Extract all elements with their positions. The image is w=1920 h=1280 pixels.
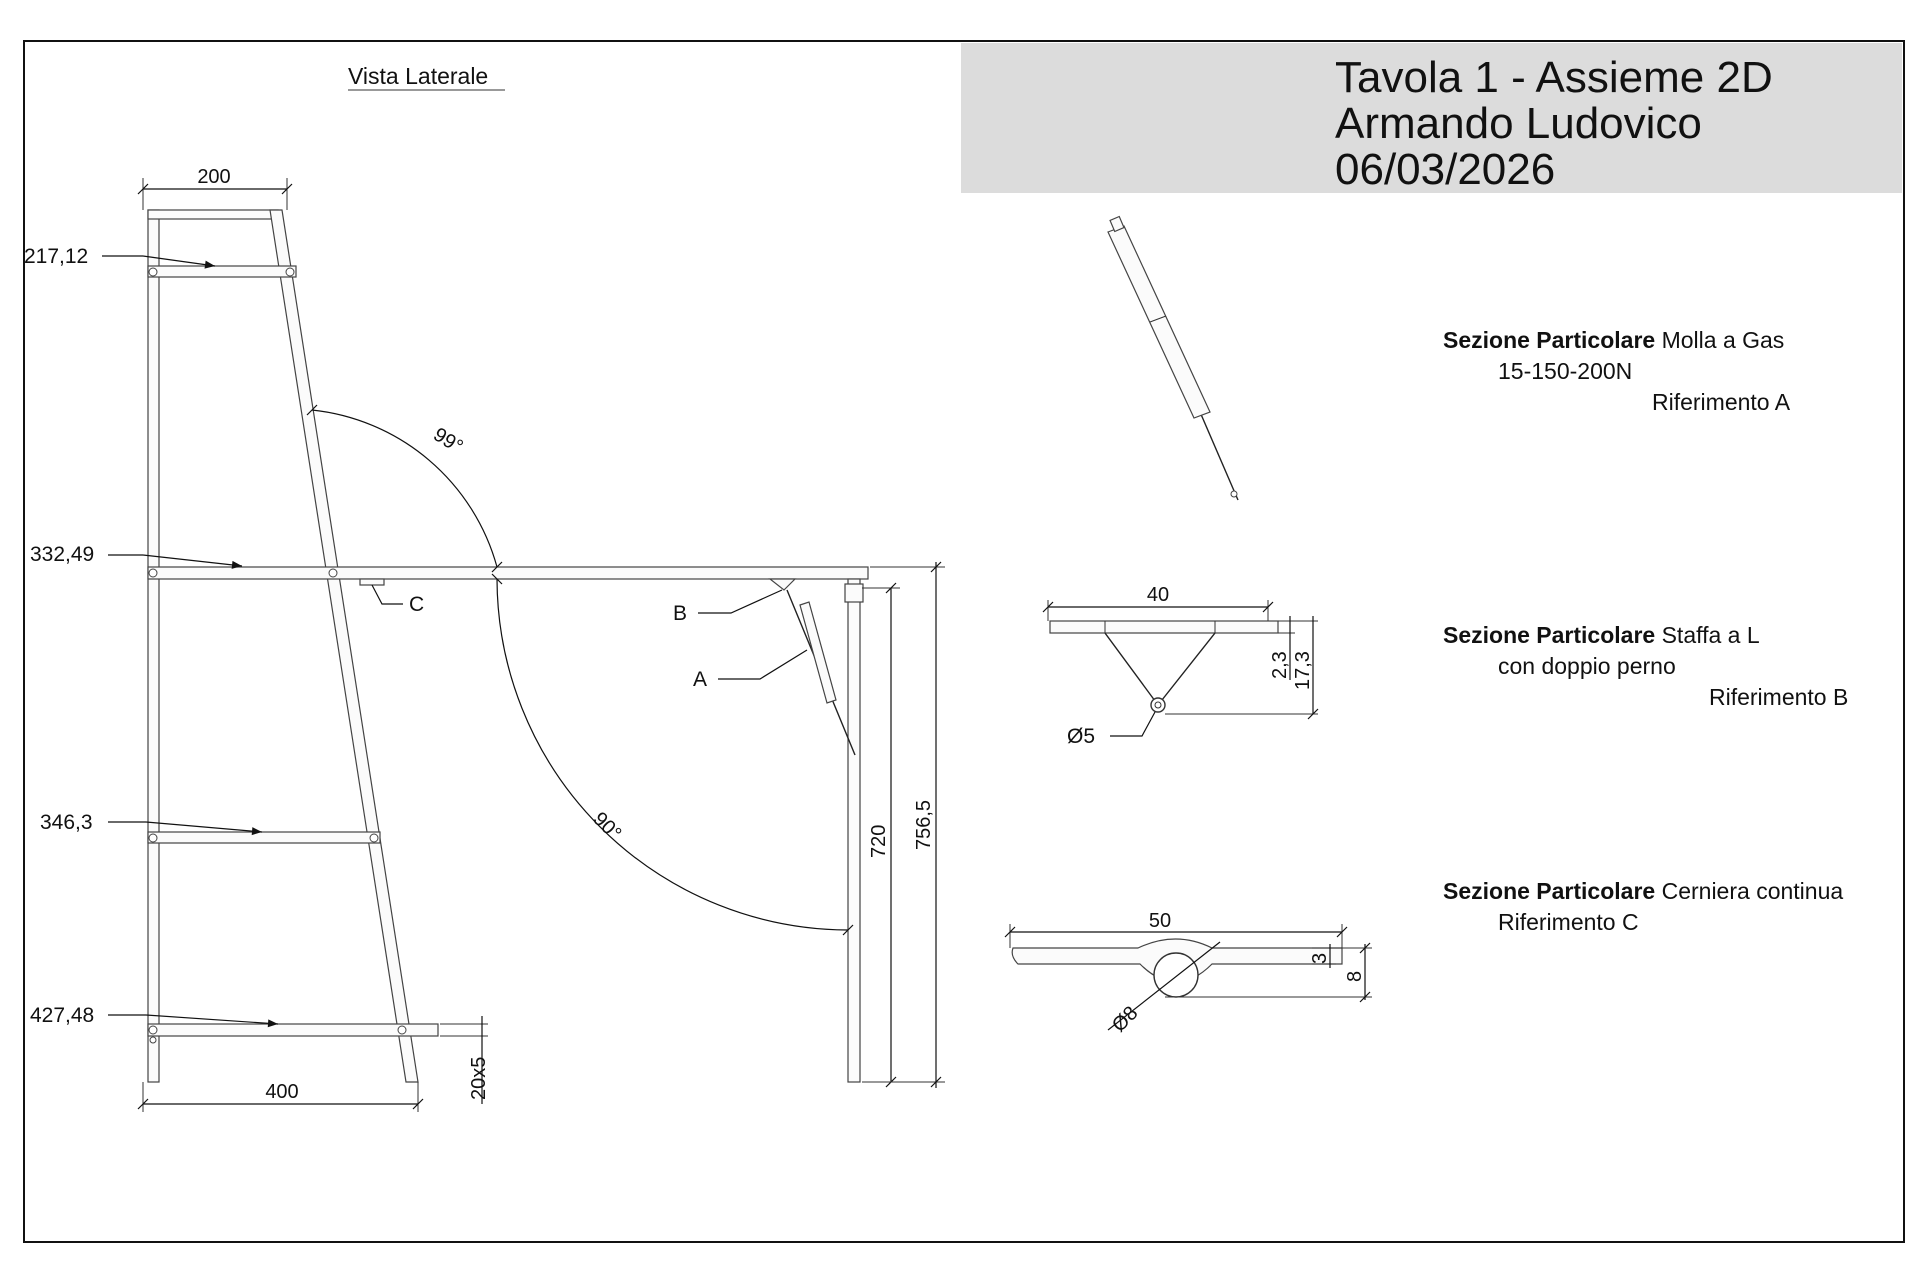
hinge-c xyxy=(359,578,385,586)
svg-text:20x5: 20x5 xyxy=(468,1057,490,1100)
svg-text:427,48: 427,48 xyxy=(30,1004,94,1027)
callout-b: B xyxy=(673,589,783,625)
rear-leg xyxy=(147,209,160,1083)
side-view: 200 400 20x5 217,12 332,49 xyxy=(24,166,945,1112)
title-line-3: 06/03/2026 xyxy=(1335,145,1555,194)
shelf-1 xyxy=(147,265,297,278)
svg-text:8: 8 xyxy=(1344,971,1366,982)
title-block-background xyxy=(961,43,1902,193)
svg-text:Sezione Particolare Staffa a L: Sezione Particolare Staffa a L xyxy=(1443,622,1760,648)
pin-hole xyxy=(1150,697,1166,713)
svg-text:720: 720 xyxy=(868,825,890,858)
svg-text:15-150-200N: 15-150-200N xyxy=(1498,358,1632,384)
svg-text:Sezione Particolare Cerniera c: Sezione Particolare Cerniera continua xyxy=(1443,878,1843,904)
svg-text:con doppio perno: con doppio perno xyxy=(1498,653,1676,679)
svg-text:346,3: 346,3 xyxy=(40,811,93,834)
section-note-b: Sezione Particolare Staffa a L con doppi… xyxy=(1443,622,1848,710)
detail-a-gas-spring xyxy=(1107,215,1239,501)
svg-text:Riferimento C: Riferimento C xyxy=(1498,909,1639,935)
callout-a: A xyxy=(693,649,808,691)
callout-c: C xyxy=(371,584,424,616)
svg-text:B: B xyxy=(673,602,687,625)
svg-text:Sezione Particolare Molla a Ga: Sezione Particolare Molla a Gas xyxy=(1443,327,1784,353)
svg-text:Riferimento B: Riferimento B xyxy=(1709,684,1848,710)
svg-text:C: C xyxy=(409,593,424,616)
bracket-b xyxy=(768,578,797,591)
svg-text:332,49: 332,49 xyxy=(30,543,94,566)
screws xyxy=(148,267,857,1044)
gas-spring-a xyxy=(786,589,856,756)
svg-text:A: A xyxy=(693,668,707,691)
view-title: Vista Laterale xyxy=(348,63,488,89)
angle-90: 90° xyxy=(491,573,854,936)
dimension-400: 400 xyxy=(137,1081,424,1112)
svg-text:99°: 99° xyxy=(429,424,466,459)
svg-text:40: 40 xyxy=(1147,584,1169,606)
svg-text:200: 200 xyxy=(197,166,230,188)
desk-front-leg xyxy=(847,578,861,1083)
desk-leg-cap xyxy=(844,583,864,603)
angle-99: 99° xyxy=(306,404,503,573)
shelf-2-desk-top xyxy=(147,566,869,580)
shelf-leader-1: 217,12 xyxy=(24,245,216,269)
svg-text:17,3: 17,3 xyxy=(1292,651,1314,690)
shelf-leader-4: 427,48 xyxy=(30,1004,279,1028)
svg-text:2,3: 2,3 xyxy=(1269,651,1291,679)
dimension-200: 200 xyxy=(137,166,293,210)
svg-text:3: 3 xyxy=(1309,953,1331,964)
svg-text:400: 400 xyxy=(265,1081,298,1103)
sheet-border xyxy=(23,40,1905,1243)
detail-c-hinge: 50 3 8 Ø8 xyxy=(1004,910,1372,1037)
shelf-leader-2: 332,49 xyxy=(30,543,243,569)
svg-text:90°: 90° xyxy=(588,808,625,845)
dimension-20x5: 20x5 xyxy=(440,1016,490,1104)
detail-b-bracket: 40 2,3 17,3 Ø5 xyxy=(1042,584,1319,748)
dimension-756-5: 756,5 xyxy=(862,561,945,1088)
svg-text:Ø5: Ø5 xyxy=(1067,725,1095,748)
svg-text:50: 50 xyxy=(1149,910,1171,932)
slanted-leg xyxy=(269,209,419,1083)
title-block: Tavola 1 - Assieme 2D Armando Ludovico 0… xyxy=(961,43,1902,194)
title-line-2: Armando Ludovico xyxy=(1335,99,1702,148)
shelf-3 xyxy=(147,831,381,844)
dimension-720: 720 xyxy=(862,582,900,1088)
svg-text:217,12: 217,12 xyxy=(24,245,88,268)
section-note-a: Sezione Particolare Molla a Gas 15-150-2… xyxy=(1443,327,1791,415)
hinge-hole xyxy=(1153,952,1199,998)
top-crossbar xyxy=(147,209,279,220)
shelf-leader-3: 346,3 xyxy=(40,811,263,836)
svg-text:Riferimento A: Riferimento A xyxy=(1652,389,1791,415)
section-note-c: Sezione Particolare Cerniera continua Ri… xyxy=(1443,878,1843,935)
title-line-1: Tavola 1 - Assieme 2D xyxy=(1335,53,1773,102)
shelf-4 xyxy=(147,1023,439,1037)
svg-text:756,5: 756,5 xyxy=(913,800,935,850)
